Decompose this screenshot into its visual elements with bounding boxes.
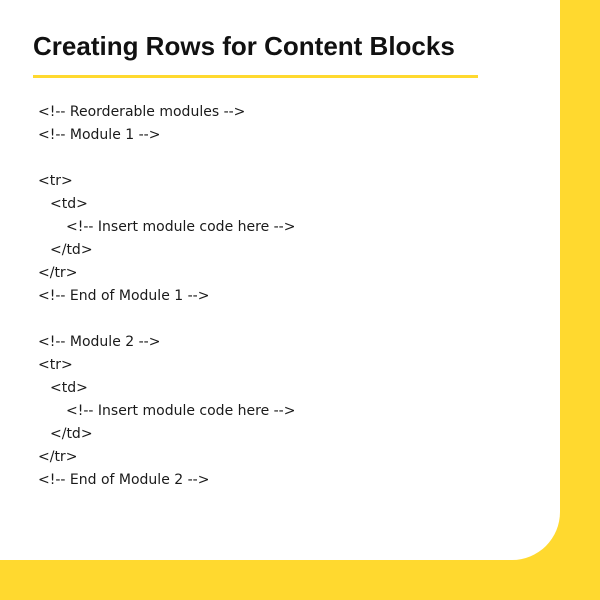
- title-underline: [33, 75, 478, 78]
- code-line: <tr>: [38, 173, 73, 189]
- code-line: <!-- Insert module code here -->: [66, 219, 296, 235]
- code-line: <!-- Reorderable modules -->: [38, 104, 246, 120]
- code-line: <!-- Module 2 -->: [38, 334, 161, 350]
- code-line: <!-- End of Module 2 -->: [38, 472, 210, 488]
- code-line: <td>: [50, 196, 88, 212]
- page-title: Creating Rows for Content Blocks: [33, 31, 455, 61]
- code-line: </tr>: [38, 449, 78, 465]
- code-line-blank: [38, 308, 295, 331]
- code-block: <!-- Reorderable modules --> <!-- Module…: [38, 101, 295, 492]
- content-card: Creating Rows for Content Blocks <!-- Re…: [0, 0, 560, 560]
- code-line: <!-- End of Module 1 -->: [38, 288, 210, 304]
- code-line: </td>: [50, 426, 93, 442]
- code-line-blank: [38, 147, 295, 170]
- code-line: </td>: [50, 242, 93, 258]
- code-line: </tr>: [38, 265, 78, 281]
- code-line: <td>: [50, 380, 88, 396]
- code-line: <!-- Insert module code here -->: [66, 403, 296, 419]
- code-line: <tr>: [38, 357, 73, 373]
- code-line: <!-- Module 1 -->: [38, 127, 161, 143]
